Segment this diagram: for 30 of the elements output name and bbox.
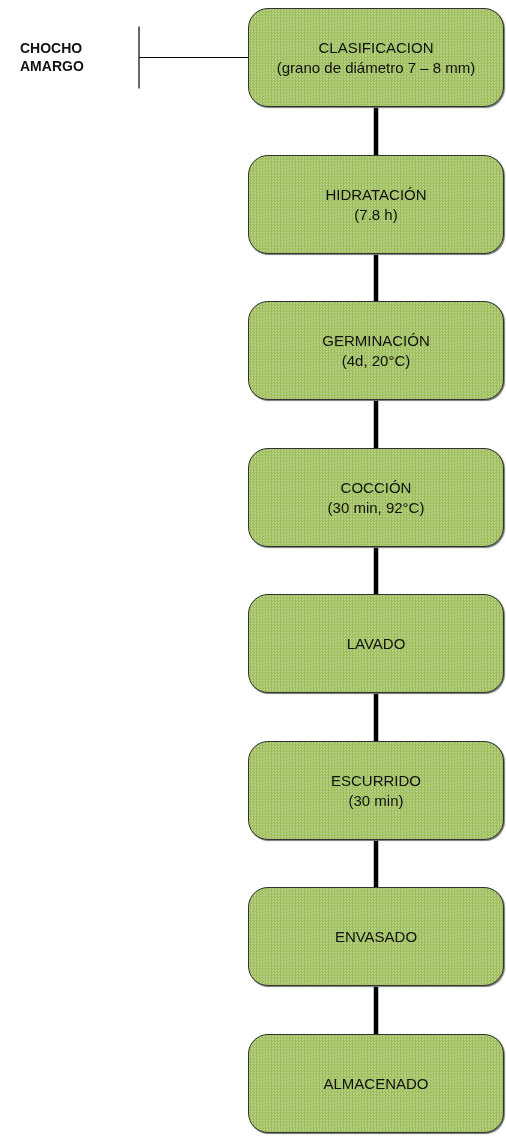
connector [138, 25, 249, 90]
connector-line [373, 693, 379, 741]
step-detail: (grano de diámetro 7 – 8 mm) [276, 57, 476, 78]
process-box [248, 594, 504, 693]
step-title: LAVADO [346, 633, 406, 654]
connector-line [373, 400, 379, 448]
step-title: HIDRATACIÓN [325, 184, 427, 205]
step-detail: (30 min) [348, 790, 404, 811]
process-box [248, 448, 504, 547]
connector-line [373, 840, 379, 887]
process-box [248, 155, 504, 254]
step-title: ALMACENADO [323, 1073, 429, 1094]
process-box [248, 1034, 504, 1133]
connector-line [373, 986, 379, 1034]
process-box [248, 887, 504, 986]
connector-line [373, 547, 379, 594]
process-box [248, 741, 504, 840]
step-title: GERMINACIÓN [322, 330, 430, 351]
connector-line [373, 254, 379, 301]
step-title: ENVASADO [334, 926, 418, 947]
step-detail: (7.8 h) [354, 204, 398, 225]
step-title: ESCURRIDO [331, 770, 421, 791]
step-title: COCCIÓN [340, 477, 412, 498]
process-box [248, 301, 504, 400]
step-detail: (30 min, 92°C) [327, 497, 425, 518]
connector-line [373, 107, 379, 155]
step-detail: (4d, 20°C) [341, 350, 411, 371]
step-title: CLASIFICACION [318, 37, 434, 58]
process-box [248, 8, 504, 107]
input-label: CHOCHO AMARGO [20, 39, 85, 75]
